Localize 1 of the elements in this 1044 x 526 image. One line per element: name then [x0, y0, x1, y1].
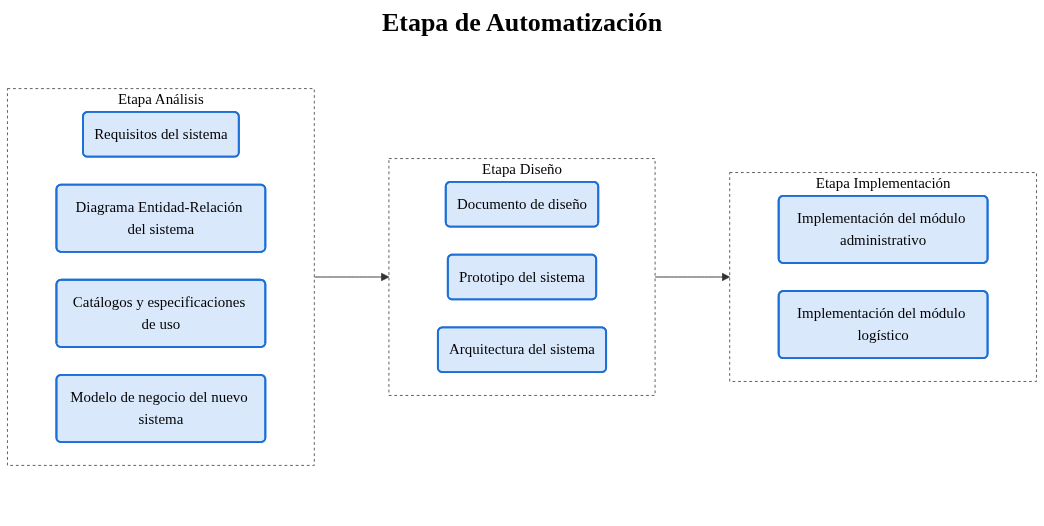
diagram-title: Etapa de Automatización: [380, 8, 664, 38]
